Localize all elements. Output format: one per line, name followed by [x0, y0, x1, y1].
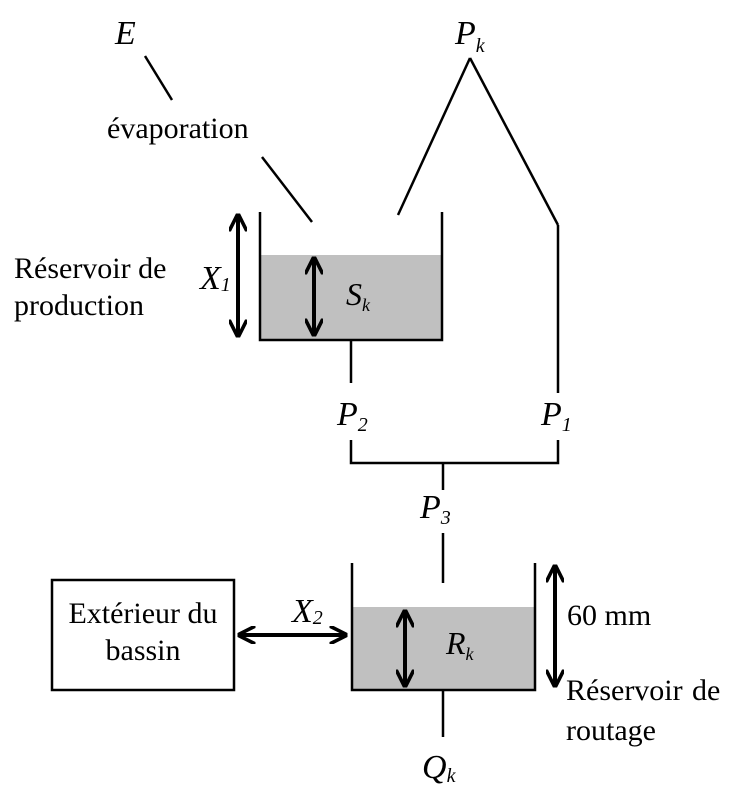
precipitation-label: Pk — [454, 15, 486, 57]
p2-label: P2 — [336, 396, 368, 436]
junction-bracket — [349, 440, 560, 465]
x1-label: X1 — [198, 260, 231, 297]
p3-label: P3 — [419, 489, 451, 529]
p1-label: P1 — [540, 396, 572, 436]
routing-reservoir-label-line1a: Réservoir — [566, 674, 683, 707]
exterior-box — [50, 578, 236, 692]
production-reservoir-water — [260, 255, 442, 340]
outflow-label: Qk — [422, 749, 457, 785]
production-reservoir-label-line1: Réservoir de — [14, 252, 166, 285]
precip-to-production-line — [396, 57, 472, 216]
sk-label: Sk — [346, 276, 371, 315]
x2-label: X2 — [290, 593, 323, 630]
evapotranspiration-label: E — [114, 15, 136, 52]
evaporation-line — [261, 156, 313, 223]
routing-reservoir-label-line2: routage — [566, 714, 656, 747]
precip-to-p1-line — [468, 57, 560, 226]
routing-reservoir-label-line1b: de — [692, 674, 720, 707]
evaporation-leader-line — [143, 55, 174, 101]
production-reservoir-label-line2: production — [14, 289, 144, 322]
evaporation-label: évaporation — [107, 112, 249, 145]
routing-reservoir-water — [352, 607, 535, 690]
exterior-label-line1: Extérieur du — [68, 597, 217, 630]
rk-label: Rk — [445, 625, 475, 664]
capacity-label: 60 mm — [567, 599, 651, 632]
exterior-label-line2: bassin — [106, 634, 181, 667]
